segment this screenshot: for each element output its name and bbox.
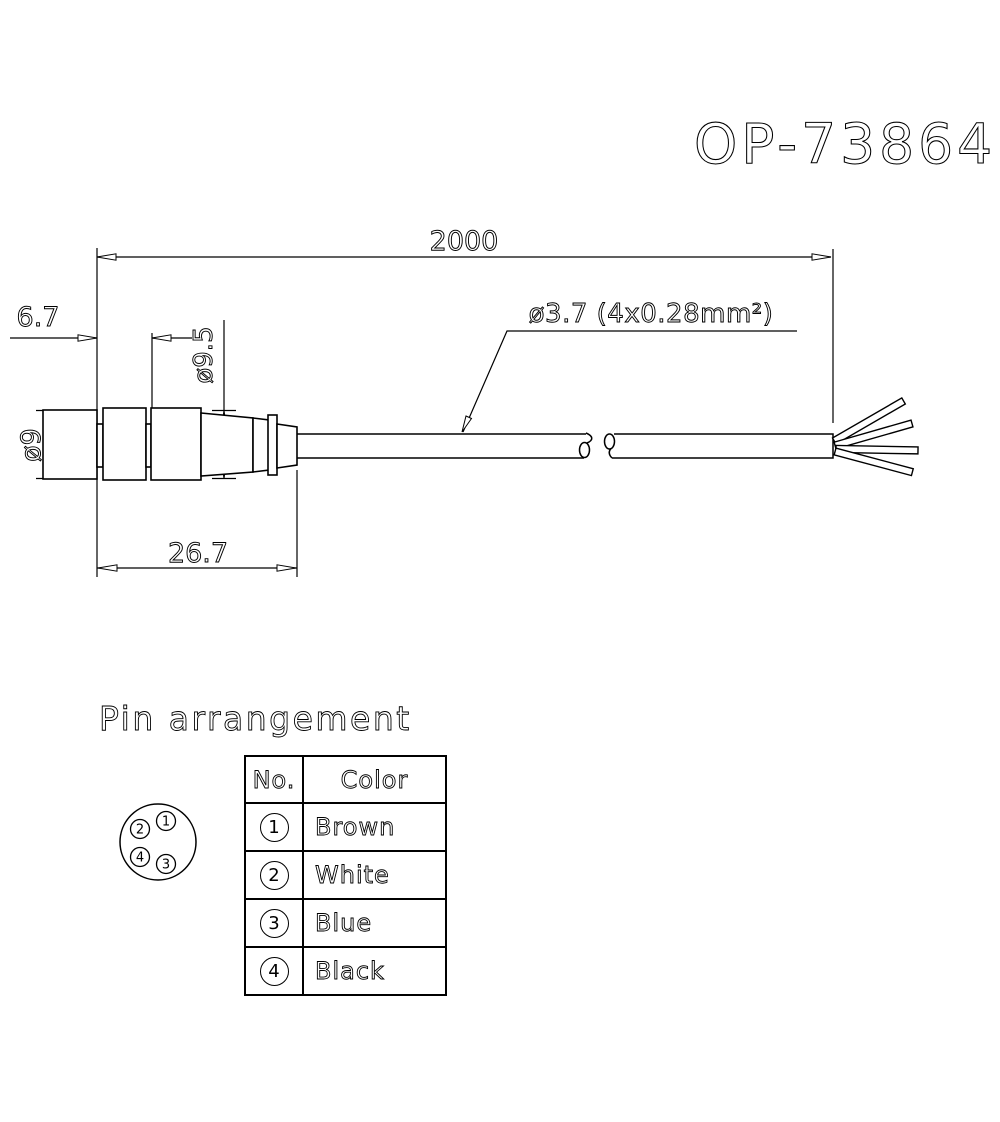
connector-knurl-nut (102, 407, 147, 481)
connector-taper-2 (252, 417, 270, 473)
pin-table-row: 3 Blue (246, 898, 445, 946)
pin-color-label: Blue (315, 909, 373, 938)
dim-nut-width-label: 6.7 (17, 302, 60, 333)
arrow-2000-right (811, 253, 832, 261)
pin-1-label: 1 (162, 815, 170, 830)
cable-spec-label: ø3.7 (4x0.28mm²) (529, 299, 774, 329)
pin-3-circle (155, 853, 177, 875)
column-header-color: Color (340, 765, 409, 794)
pin-2-label: 2 (136, 823, 144, 838)
pin-number-badge: 1 (259, 812, 289, 842)
pin-color-label: White (315, 861, 390, 890)
connector-taper-1 (200, 412, 254, 477)
arrow-26-7-left (97, 564, 118, 572)
pin-number: 2 (268, 864, 280, 886)
pin-1-circle (155, 810, 177, 832)
dim-connector-length-label: 26.7 (168, 538, 228, 569)
pin-number: 1 (268, 816, 280, 838)
dim-body-diameter-label: ø9.5 (189, 326, 219, 383)
pin-color-label: Brown (315, 813, 396, 842)
part-number-title: OP-73864 (693, 112, 997, 176)
cable-break-left (585, 432, 593, 444)
column-header-no: No. (246, 757, 304, 802)
pin-table-row: 1 Brown (246, 802, 445, 850)
pin-arrangement-heading: Pin arrangement (99, 699, 412, 739)
leader-line-cable-spec (462, 330, 797, 433)
wire-strand-2 (833, 419, 914, 450)
connector-collar-left (96, 423, 104, 468)
connector-strain-ring (267, 414, 278, 476)
pin-table-row: 4 Black (246, 946, 445, 994)
pin-number: 4 (268, 960, 280, 982)
wire-strand-1 (831, 397, 907, 445)
pin-number-badge: 2 (259, 860, 289, 890)
arrow-leader (461, 415, 473, 433)
arrow-6-7-left (77, 334, 98, 342)
pin-2-circle (129, 818, 151, 840)
pin-3-label: 3 (162, 858, 170, 873)
pin-4-circle (129, 846, 151, 868)
pin-table-header-row: No. Color (246, 757, 445, 802)
cable-outline (297, 432, 834, 459)
connector-body (42, 407, 298, 481)
dim-cable-length-label: 2000 (430, 226, 499, 257)
wire-strands (831, 397, 919, 477)
connector-front-barrel (42, 409, 98, 480)
cable-break-right (603, 433, 616, 450)
connector-face-diagram: 1 2 3 4 (119, 803, 197, 881)
connector-main-body (150, 407, 202, 481)
pin-color-label: Black (315, 957, 385, 986)
pin-color-table: No. Color 1 Brown 2 White 3 Blue 4 Black (244, 755, 447, 996)
dim-front-diameter-label: ø9 (16, 428, 47, 462)
wire-strand-4 (833, 447, 915, 477)
arrow-2000-left (96, 253, 117, 261)
pin-4-label: 4 (136, 851, 144, 866)
arrow-26-7-right (276, 564, 297, 572)
pin-number-badge: 4 (259, 956, 289, 986)
connector-boot-tip (276, 423, 298, 469)
pin-number-badge: 3 (259, 908, 289, 938)
arrow-6-7-right (151, 334, 172, 342)
dimension-labels: 2000 6.7 26.7 ø9 ø9.5 ø3.7 (4x0.28mm²) (16, 226, 774, 570)
ticks-9-5 (212, 409, 236, 480)
pin-table-row: 2 White (246, 850, 445, 898)
pin-number: 3 (268, 912, 280, 934)
